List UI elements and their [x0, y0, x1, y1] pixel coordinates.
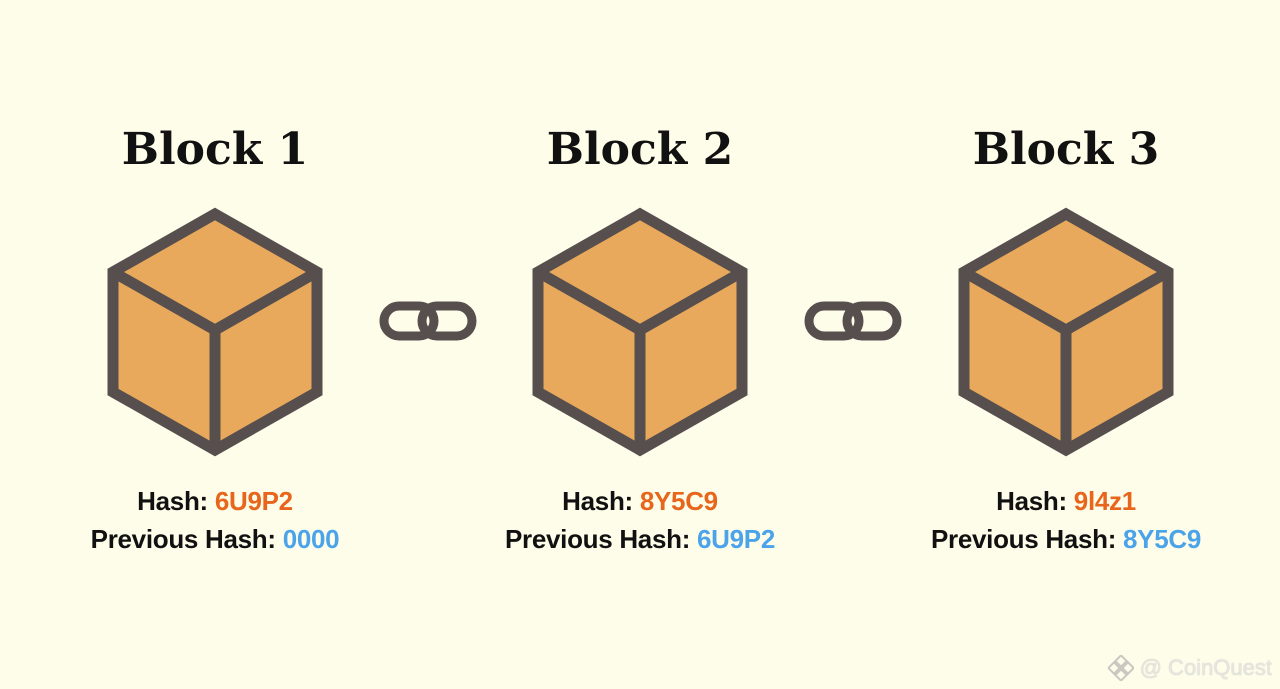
hash-value: 8Y5C9: [639, 486, 718, 516]
hash-label: Hash:: [137, 486, 208, 516]
hash-line: Hash: 8Y5C9: [430, 482, 850, 520]
previous-hash-line: Previous Hash: 8Y5C9: [856, 520, 1276, 558]
hash-line: Hash: 9l4z1: [856, 482, 1276, 520]
previous-hash-value: 0000: [282, 524, 340, 554]
block-2: Block 2 Hash: 8Y5C9 Previous Hash: 6U9P2: [430, 0, 850, 689]
chain-link-icon: [379, 301, 477, 341]
cube-icon: [532, 207, 748, 457]
cube-icon: [107, 207, 323, 457]
block-title: Block 3: [972, 124, 1160, 175]
previous-hash-label: Previous Hash:: [504, 524, 691, 554]
hash-value: 6U9P2: [214, 486, 293, 516]
watermark: @ CoinQuest: [1107, 655, 1272, 681]
hash-label: Hash:: [996, 486, 1067, 516]
previous-hash-value: 6U9P2: [697, 524, 776, 554]
hash-label: Hash:: [562, 486, 633, 516]
block-3: Block 3 Hash: 9l4z1 Previous Hash: 8Y5C9: [856, 0, 1276, 689]
block-title: Block 2: [546, 124, 734, 175]
previous-hash-line: Previous Hash: 0000: [5, 520, 425, 558]
binance-logo-icon: [1107, 655, 1134, 681]
previous-hash-line: Previous Hash: 6U9P2: [430, 520, 850, 558]
previous-hash-value: 8Y5C9: [1123, 524, 1202, 554]
cube-icon: [958, 207, 1174, 457]
block-info: Hash: 9l4z1 Previous Hash: 8Y5C9: [856, 482, 1276, 558]
watermark-text: @ CoinQuest: [1139, 655, 1272, 680]
block-title: Block 1: [121, 124, 309, 175]
hash-line: Hash: 6U9P2: [5, 482, 425, 520]
previous-hash-label: Previous Hash:: [930, 524, 1117, 554]
block-info: Hash: 8Y5C9 Previous Hash: 6U9P2: [430, 482, 850, 558]
block-info: Hash: 6U9P2 Previous Hash: 0000: [5, 482, 425, 558]
previous-hash-label: Previous Hash:: [90, 524, 276, 554]
block-1: Block 1 Hash: 6U9P2 Previous Hash: 0000: [5, 0, 425, 689]
chain-link-icon: [804, 301, 902, 341]
hash-value: 9l4z1: [1073, 486, 1136, 516]
